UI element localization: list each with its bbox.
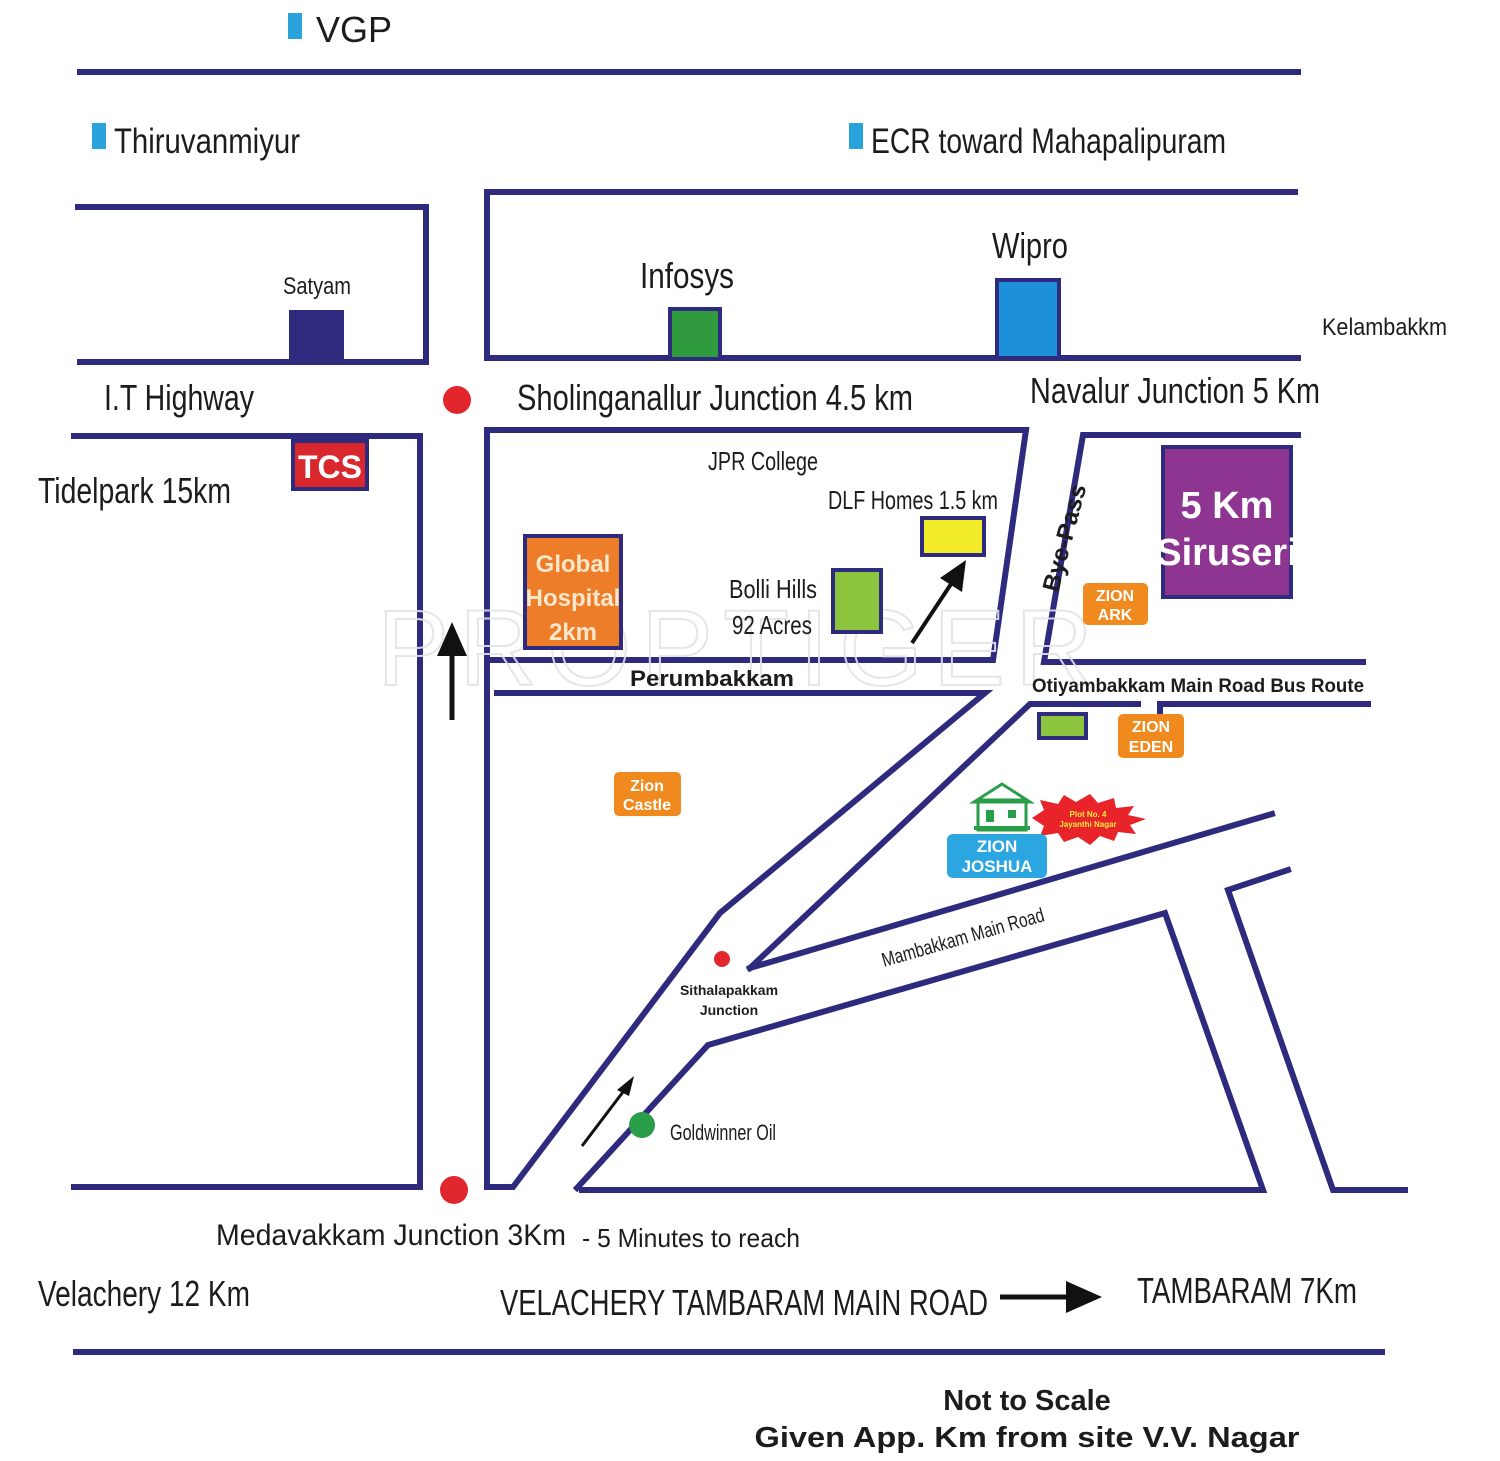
zion-eden-line-2: EDEN [1129,739,1173,756]
it-highway-label: I.T Highway [104,377,254,418]
zion-joshua-line-1: ZION [977,837,1018,856]
global-hospital-line-1: Global [536,551,611,578]
otiyambakkam-road [1157,701,1371,723]
five-minutes-label: - 5 Minutes to reach [582,1223,800,1253]
tambaram-road-east [1224,866,1408,1193]
medavakkam-junction-dot [440,1176,468,1204]
sholinganallur-label: Sholinganallur Junction 4.5 km [517,377,913,418]
tidelpark-label: Tidelpark 15km [38,470,231,511]
north-arrow-icon [437,622,467,720]
site-plot-marker-icon [1037,712,1088,740]
satyam-label: Satyam [283,273,351,300]
block-tcs-west [71,433,423,1190]
tcs-label: TCS [298,449,362,485]
ecr-marker-icon [849,123,863,149]
sithalapakkam-line-1: Sithalapakkam [680,982,778,998]
siruseri-line-2: Siruseri [1156,532,1298,574]
dlf-homes-label: DLF Homes 1.5 km [828,485,998,515]
house-icon [968,782,1036,832]
zion-ark-line-1: ZION [1096,588,1134,605]
bolli-hills-line-1: Bolli Hills [729,574,817,604]
bolli-hills-line-2: 92 Acres [732,610,812,640]
mambakkam-road-north [746,810,1276,972]
tcs-building-icon [291,439,369,491]
vgp-marker-icon [288,13,302,39]
right-arrow-icon [1000,1281,1102,1313]
sithalapakkam-junction-dot [714,951,730,967]
plot-line-1: Plot No. 4 [1070,810,1107,819]
medavakkam-label: Medavakkam Junction 3Km [216,1219,566,1252]
block-goldwinner [572,909,1268,1193]
mambakkam-road-label: Mambakkam Main Road [879,904,1047,971]
block-jpr-college [484,427,1030,1190]
thiruvanmiyur-marker-icon [92,123,106,149]
dlf-homes-building-icon [920,516,986,557]
goldwinner-marker-dot [629,1112,655,1138]
block-siruseri [1040,432,1366,665]
zion-castle-badge: Zion Castle [614,772,681,816]
bye-pass-label: Bye-Pass [1038,481,1093,594]
dlf-direction-arrow-icon [910,560,966,645]
thiruvanmiyur-label: Thiruvanmiyur [114,122,300,161]
kelambakkm-label: Kelambakkm [1322,314,1447,341]
zion-ark-badge: ZION ARK [1083,583,1148,625]
route-arrow-icon [580,1076,634,1147]
zion-eden-line-1: ZION [1132,719,1170,736]
infosys-building-icon [668,307,722,361]
zion-castle-line-2: Castle [623,797,671,814]
sholinganallur-junction-dot [443,386,471,414]
global-hospital-line-2: Hospital [526,585,621,612]
bolli-hills-plot-icon [831,568,883,634]
watermark: PROPTIGER [377,587,1103,708]
zion-joshua-badge: ZION JOSHUA [947,834,1047,878]
perumbakkam-label: Perumbakkam [630,666,794,691]
infosys-label: Infosys [640,255,734,296]
given-km-note: Given App. Km from site V.V. Nagar [755,1422,1300,1454]
not-to-scale-note: Not to Scale [943,1385,1111,1417]
wipro-building-icon [995,278,1061,360]
zion-eden-badge: ZION EDEN [1118,714,1184,758]
jpr-college-label: JPR College [708,446,818,476]
plot-line-2: Jayanthi Nagar [1059,820,1116,829]
global-hospital-building-icon [523,534,623,650]
goldwinner-label: Goldwinner Oil [670,1120,776,1145]
siruseri-building-icon [1161,445,1293,599]
plot-starburst-badge: Plot No. 4 Jayanthi Nagar [1032,794,1146,845]
satyam-building-icon [289,310,344,362]
zion-castle-line-1: Zion [630,778,664,795]
vgp-label: VGP [316,9,392,50]
block-infosys-wipro [484,189,1301,361]
road-network [71,69,1408,1355]
ecr-label: ECR toward Mahapalipuram [871,122,1226,161]
zion-joshua-line-2: JOSHUA [962,857,1033,876]
sithalapakkam-line-2: Junction [700,1002,758,1018]
main-road-label: VELACHERY TAMBARAM MAIN ROAD [500,1282,988,1323]
tambaram-label: TAMBARAM 7Km [1137,1270,1357,1311]
siruseri-line-1: 5 Km [1181,485,1274,527]
global-hospital-line-3: 2km [549,619,597,646]
block-satyam [75,204,429,365]
otiyambakkam-label: Otiyambakkam Main Road Bus Route [1032,676,1364,697]
bypass-south-road [745,701,1141,973]
zion-ark-line-2: ARK [1098,607,1133,624]
navalur-label: Navalur Junction 5 Km [1030,370,1320,411]
wipro-label: Wipro [992,225,1068,266]
velachery-label: Velachery 12 Km [38,1273,250,1314]
